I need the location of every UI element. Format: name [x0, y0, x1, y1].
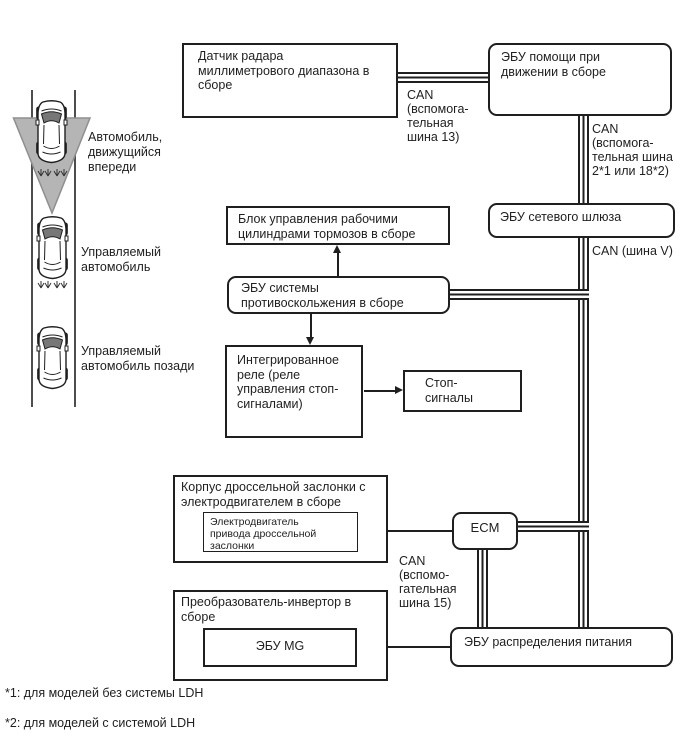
controlled-vehicle-behind-label: Управляемый автомобиль позади: [81, 344, 195, 373]
footnote-1: *1: для моделей без системы LDH: [5, 686, 204, 700]
network-gateway-ecu-box: ЭБУ сетевого шлюза: [488, 203, 675, 238]
skid-control-ecu-box: ЭБУ системы противоскольжения в сборе: [227, 276, 450, 314]
can-bus-ecm-to-power: [477, 549, 488, 629]
driving-assist-ecu-box: ЭБУ помощи при движении в сборе: [488, 43, 672, 116]
road-lane-line-left: [31, 90, 33, 407]
can-sub-bus-2-18-label: CAN (вспомога- тельная шина 2*1 или 18*2…: [592, 122, 673, 178]
can-bus-v-label: CAN (шина V): [592, 244, 673, 258]
power-distribution-ecu-box: ЭБУ распределения питания: [450, 627, 673, 667]
integrated-relay-box: Интегрированное реле (реле управления ст…: [225, 345, 363, 438]
throttle-motor-box: Электродвигатель привода дроссельной зас…: [203, 512, 358, 552]
controlled-car-icon: [36, 216, 69, 280]
mg-ecu-box: ЭБУ MG: [203, 628, 357, 667]
can-bus-main-vertical: [578, 236, 589, 629]
car-ahead-icon: [35, 100, 68, 164]
brake-flash-icon: [37, 281, 68, 289]
can-bus-radar-to-assist: [396, 72, 490, 83]
can-sub-bus-13-label: CAN (вспомога- тельная шина 13): [407, 88, 469, 144]
can-bus-ecm-to-main: [516, 521, 589, 532]
ecm-box: ECM: [452, 512, 518, 550]
brake-cylinder-unit-box: Блок управления рабочими цилиндрами торм…: [226, 206, 450, 245]
controlled-vehicle-label: Управляемый автомобиль: [81, 245, 161, 274]
road-lane-line-right: [74, 90, 76, 407]
can-sub-bus-15-label: CAN (вспомо- гательная шина 15): [399, 554, 457, 610]
vehicle-ahead-label: Автомобиль, движущийся впереди: [88, 130, 163, 174]
brake-flash-icon: [37, 169, 68, 177]
radar-sensor-box: Датчик радара миллиметрового диапазона в…: [182, 43, 398, 118]
can-bus-skid-to-main: [448, 289, 589, 300]
footnote-2: *2: для моделей с системой LDH: [5, 716, 196, 730]
stop-lights-box: Стоп- сигналы: [403, 370, 522, 412]
can-bus-assist-to-gateway: [578, 114, 589, 205]
rear-car-icon: [36, 326, 69, 390]
